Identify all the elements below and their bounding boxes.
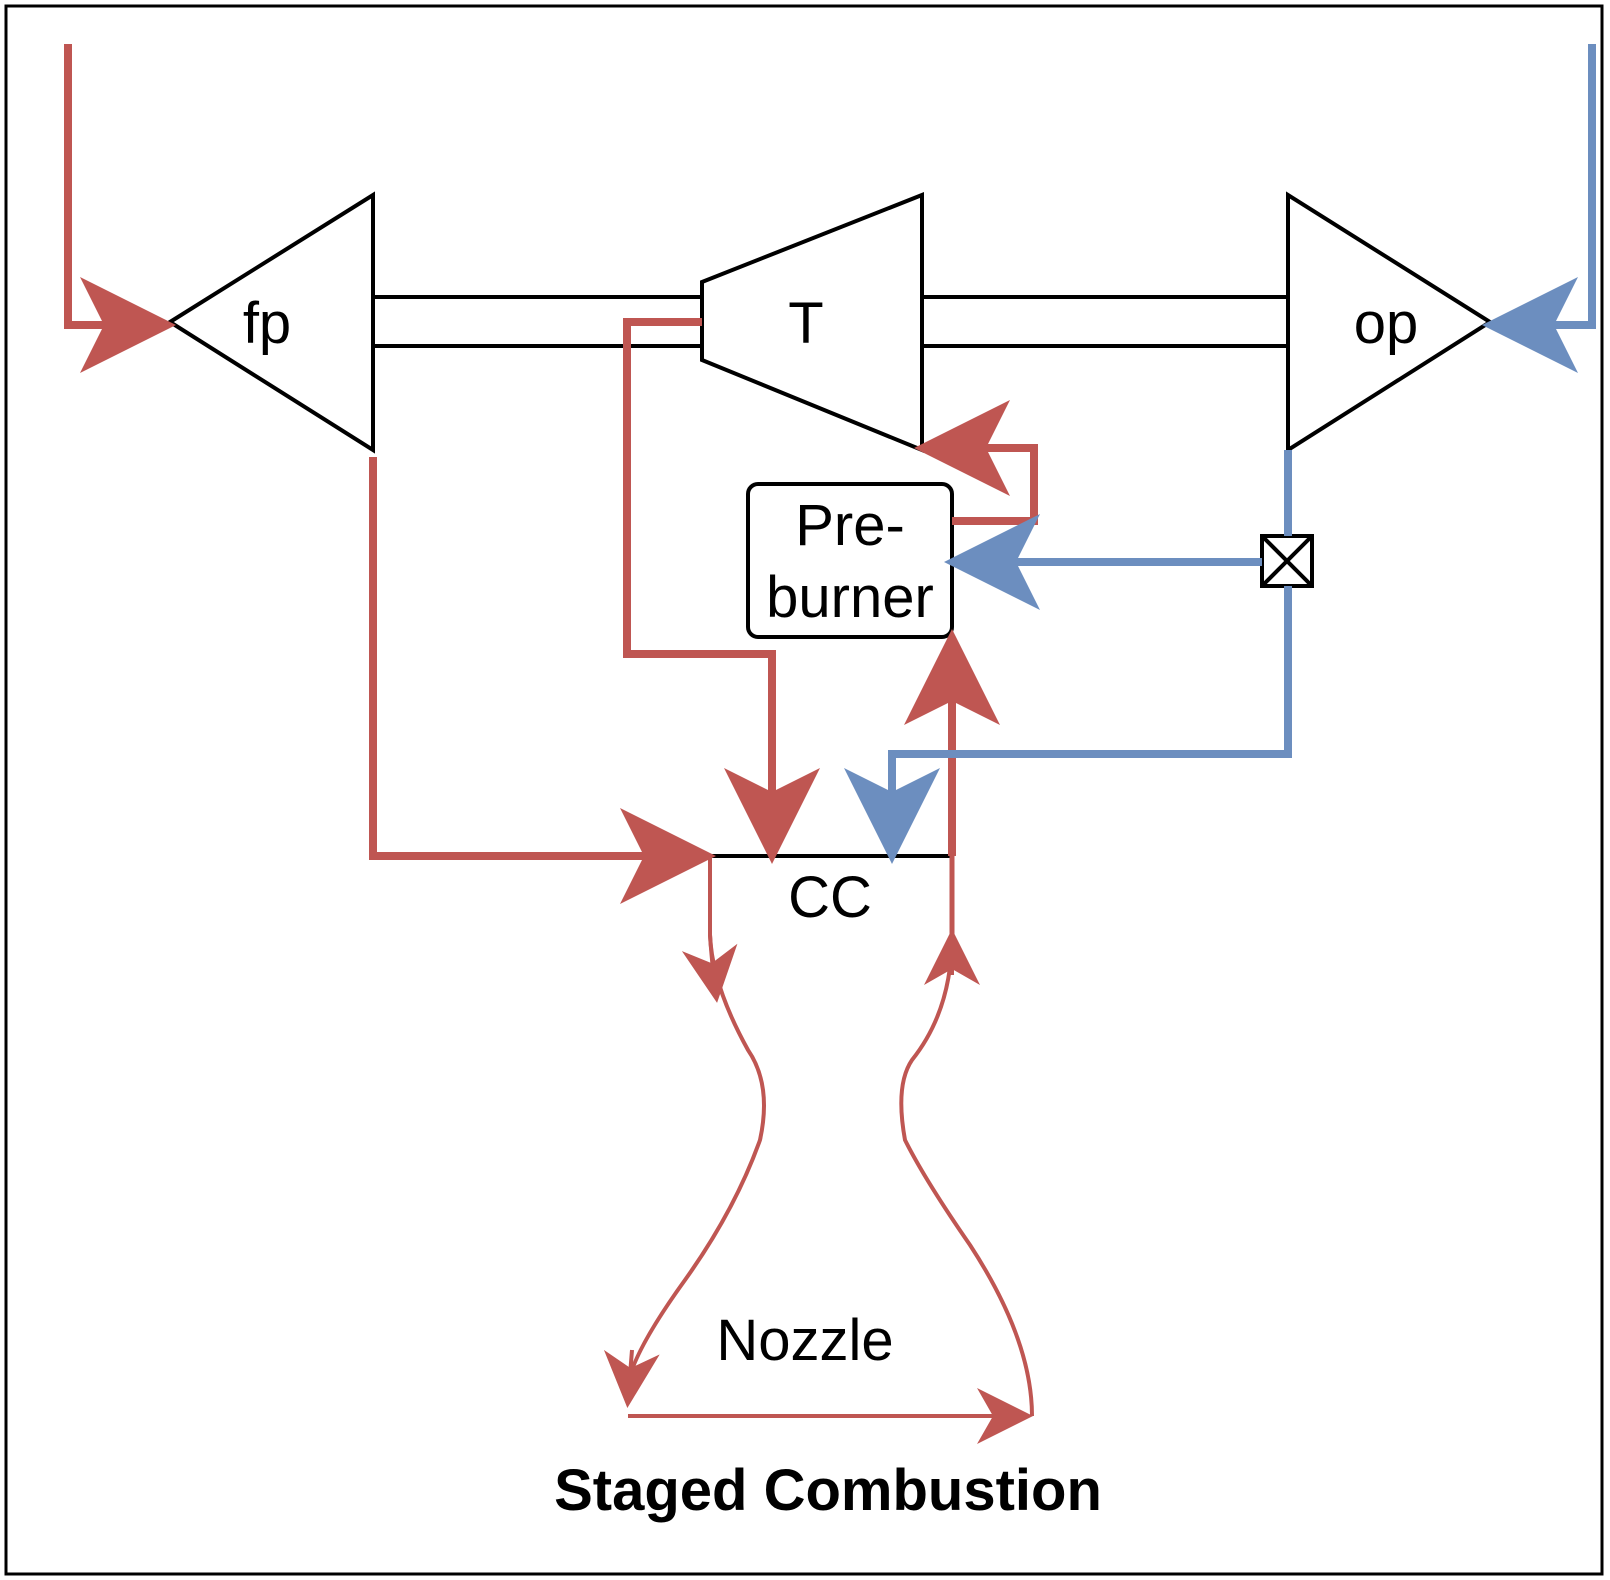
preburner-label-line1: Pre- [795, 493, 905, 558]
nozzle-left-exit-arrow [603, 1349, 660, 1408]
oxidizer-inlet-line [1482, 44, 1596, 373]
nozzle-coolant-left-arrow [681, 934, 738, 1003]
turbine-exhaust-to-cc-line [623, 318, 820, 864]
shaft [373, 295, 1288, 348]
turbine-label: T [788, 291, 823, 356]
oxidizer-to-cc-line [844, 586, 1292, 864]
valve-icon [1260, 534, 1314, 588]
oxidizer-pump-label: op [1354, 291, 1419, 356]
fuel-pump-label: fp [243, 291, 291, 356]
oxidizer-pump [1286, 191, 1494, 454]
nozzle-right-wall [899, 934, 1034, 1417]
fuel-pump-to-cc-line [369, 457, 716, 904]
preburner-label-line2: burner [766, 565, 934, 630]
fuel-pump [166, 191, 375, 454]
combustion-chamber-label: CC [788, 865, 872, 930]
fuel-inlet-line [64, 44, 176, 373]
diagram-frame [4, 4, 1604, 1576]
nozzle-label: Nozzle [716, 1308, 893, 1373]
diagram-title: Staged Combustion [554, 1458, 1102, 1523]
